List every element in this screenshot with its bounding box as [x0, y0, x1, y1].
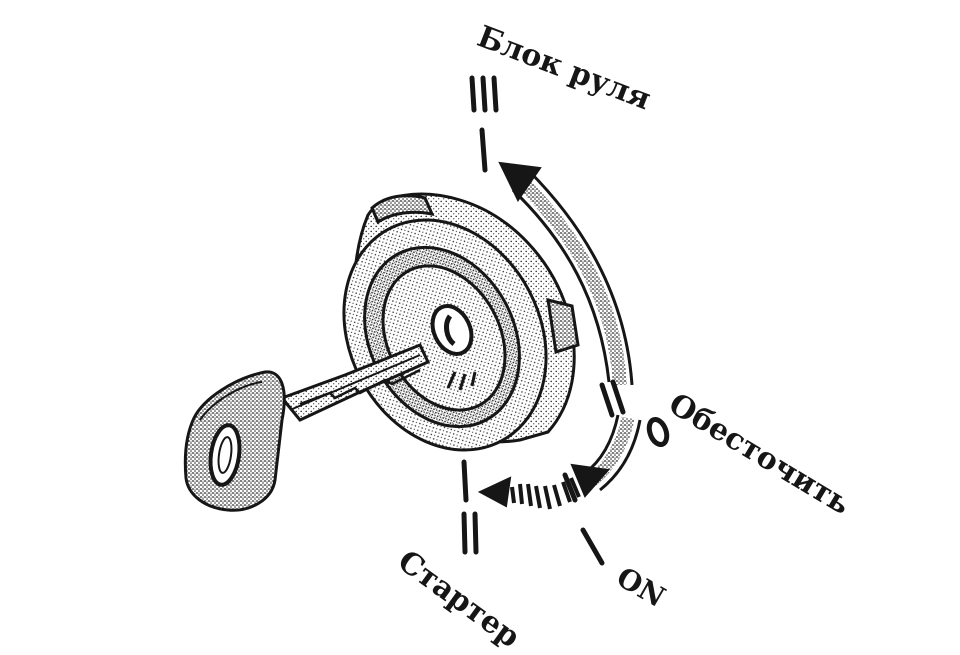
rotation-arrow-icon [498, 161, 634, 386]
rotation-arrow-icon [477, 476, 581, 510]
rotation-arrow-icon [570, 414, 642, 498]
car-key-icon [183, 343, 431, 512]
ignition-cylinder-icon [342, 192, 580, 452]
off-zero-mark [646, 416, 670, 448]
position-ticks [461, 75, 626, 566]
